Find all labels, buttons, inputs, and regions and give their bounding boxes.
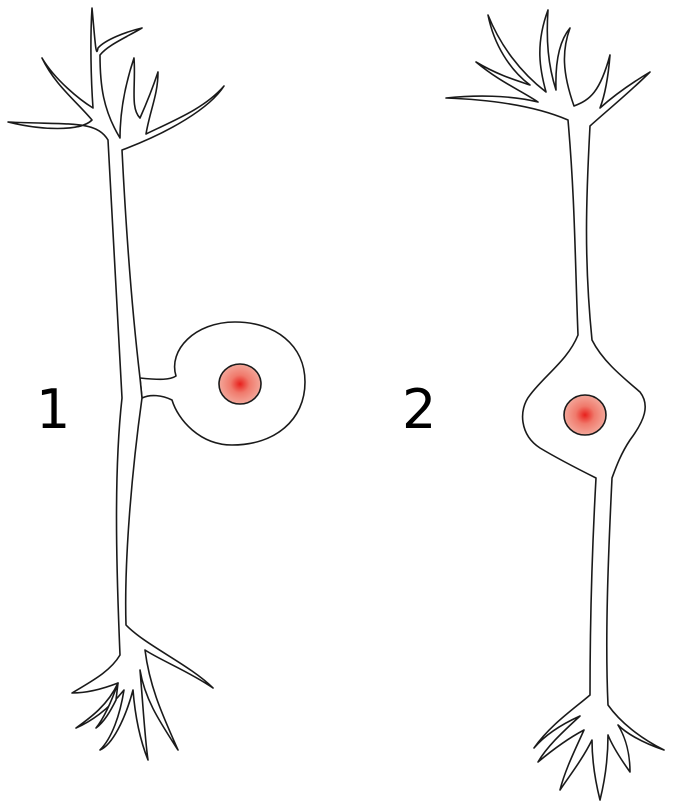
neuron-2-outline xyxy=(446,10,664,800)
neuron-2 xyxy=(446,10,664,800)
neuron-2-nucleus xyxy=(564,395,606,435)
neuron-1-nucleus xyxy=(219,364,261,404)
neuron-2-label: 2 xyxy=(402,378,436,441)
neuron-1-label: 1 xyxy=(36,378,70,441)
